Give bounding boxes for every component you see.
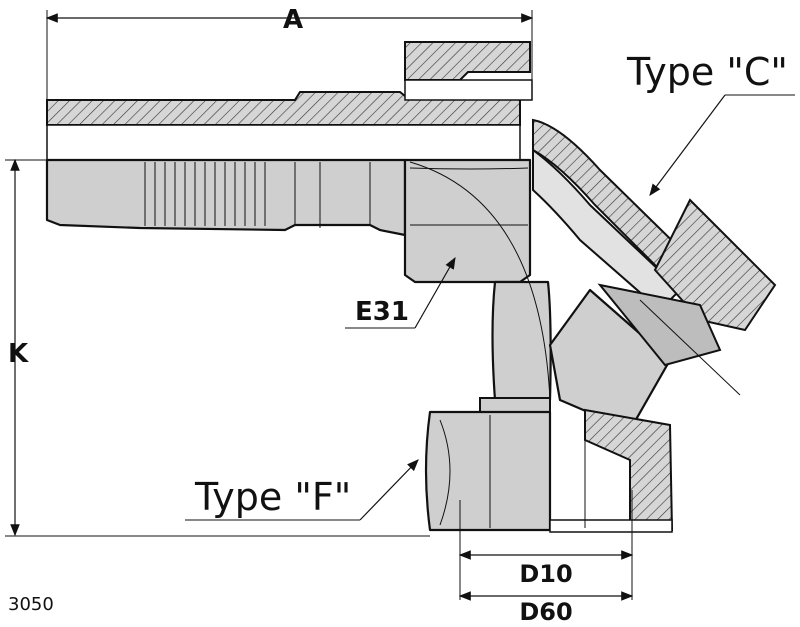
dimension-d10: D10 bbox=[458, 550, 634, 588]
drawing-code: 3050 bbox=[8, 594, 54, 615]
dim-k-label: K bbox=[8, 339, 29, 369]
leader-type-f: Type "F" bbox=[185, 459, 419, 521]
serrations bbox=[144, 162, 371, 228]
top-nut-section bbox=[404, 41, 533, 101]
type-c-label: Type "C" bbox=[626, 50, 788, 94]
type-f-label: Type "F" bbox=[194, 475, 351, 519]
dim-a-label: A bbox=[283, 5, 303, 35]
centre-lines bbox=[459, 490, 633, 600]
leader-type-c: Type "C" bbox=[626, 50, 795, 196]
dimension-a: A bbox=[45, 5, 534, 100]
d10-label: D10 bbox=[519, 560, 572, 588]
leader-e31: E31 bbox=[345, 256, 456, 329]
dimension-d60: D60 bbox=[458, 591, 634, 626]
bottom-nut bbox=[424, 397, 552, 532]
bottom-section bbox=[549, 408, 674, 533]
e31-label: E31 bbox=[355, 297, 409, 327]
body-hex bbox=[403, 158, 532, 284]
branch-45 bbox=[532, 118, 777, 432]
d60-label: D60 bbox=[519, 598, 572, 626]
